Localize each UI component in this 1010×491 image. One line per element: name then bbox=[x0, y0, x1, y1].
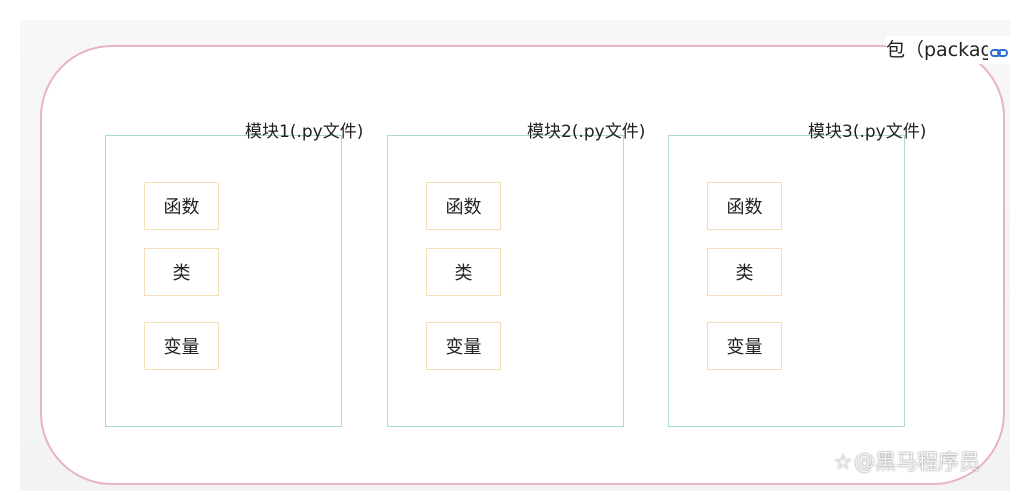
watermark-star-icon: ☆ bbox=[833, 450, 853, 474]
link-icon-graphic bbox=[990, 49, 1008, 57]
module-2-item-function: 函数 bbox=[426, 182, 501, 230]
module-1-item-variable: 变量 bbox=[144, 322, 219, 370]
module-1-item-class: 类 bbox=[144, 248, 219, 296]
module-3-item-function: 函数 bbox=[707, 182, 782, 230]
module-3-item-class: 类 bbox=[707, 248, 782, 296]
link-icon[interactable] bbox=[988, 42, 1010, 64]
module-box-3 bbox=[668, 135, 905, 427]
module-box-2 bbox=[387, 135, 624, 427]
module-2-item-variable: 变量 bbox=[426, 322, 501, 370]
module-3-item-variable: 变量 bbox=[707, 322, 782, 370]
module-box-1 bbox=[105, 135, 342, 427]
module-title-1: 模块1(.py文件) bbox=[245, 122, 364, 142]
module-2-item-class: 类 bbox=[426, 248, 501, 296]
module-title-2: 模块2(.py文件) bbox=[527, 122, 646, 142]
watermark-text: @黑马程序员 bbox=[854, 450, 980, 474]
module-1-item-function: 函数 bbox=[144, 182, 219, 230]
watermark: ☆@黑马程序员 bbox=[832, 448, 1010, 476]
module-title-3: 模块3(.py文件) bbox=[808, 122, 927, 142]
